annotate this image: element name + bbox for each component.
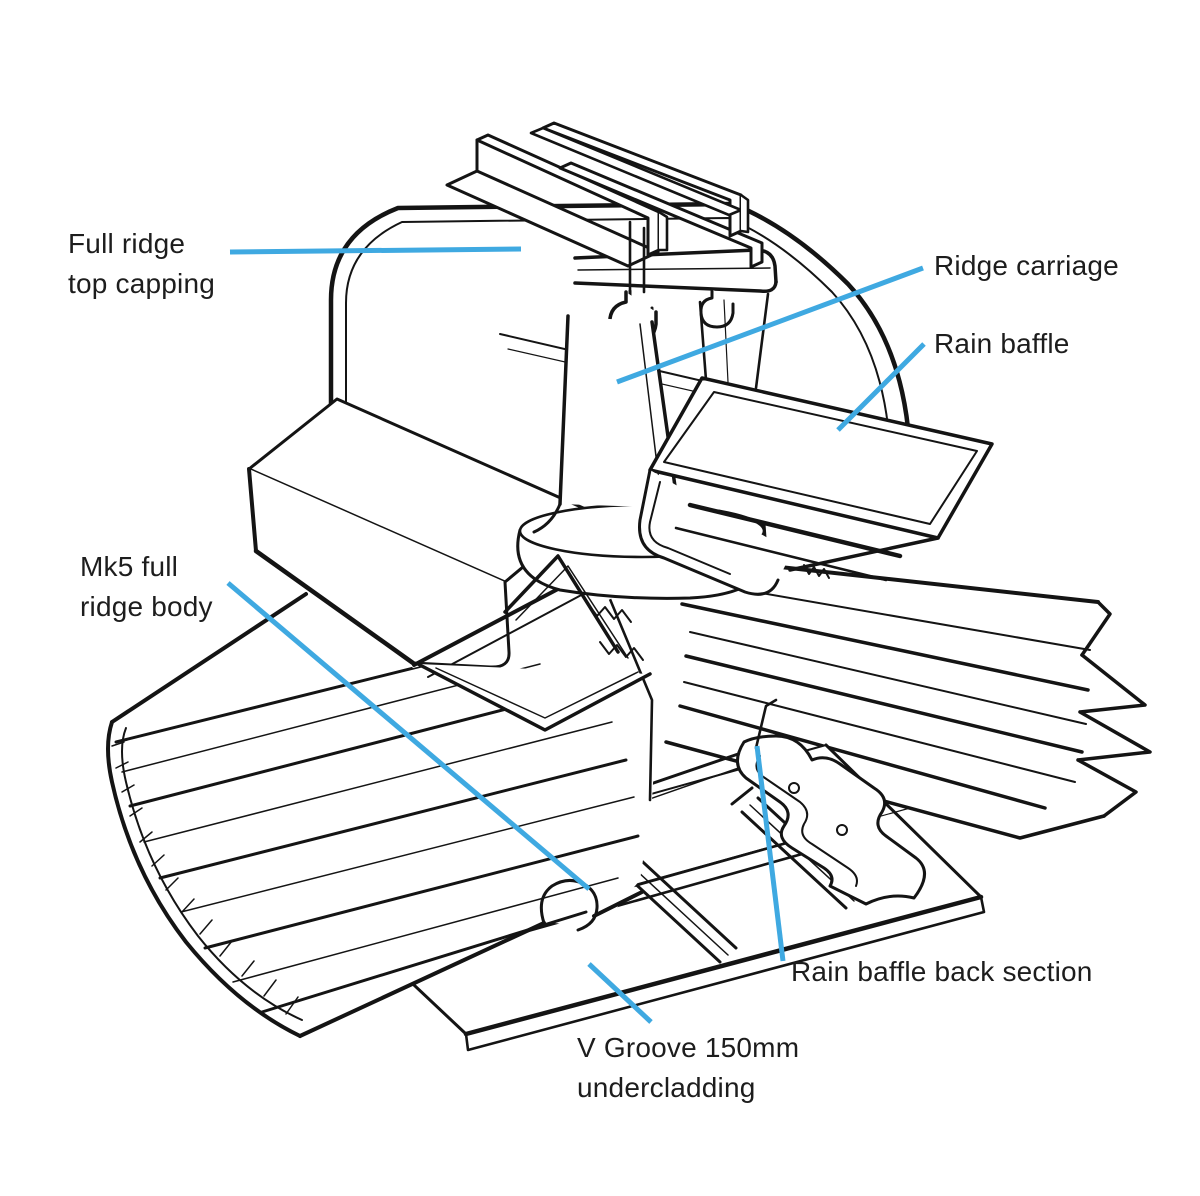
label-line: Full ridge (68, 228, 186, 259)
label-rain-baffle-back-section: Rain baffle back section (791, 952, 1093, 992)
leader-rain-baffle (836, 342, 926, 432)
label-line: Rain baffle back section (791, 956, 1093, 987)
label-rain-baffle: Rain baffle (934, 324, 1070, 364)
label-full-ridge-top-capping: Full ridge top capping (68, 224, 215, 304)
label-line: Rain baffle (934, 328, 1070, 359)
leader-mk5-full-ridge-body (226, 581, 591, 891)
label-line: Ridge carriage (934, 250, 1119, 281)
clip-strut-details-drawing (503, 554, 644, 661)
rain-baffle-drawing (638, 292, 994, 596)
label-line: Mk5 full (80, 551, 179, 582)
leader-ridge-carriage (616, 265, 924, 385)
label-line: top capping (68, 268, 215, 299)
label-line: ridge body (80, 591, 213, 622)
leader-lines (226, 246, 926, 1024)
leader-full-ridge-top-capping (229, 246, 522, 255)
label-ridge-carriage: Ridge carriage (934, 246, 1119, 286)
label-v-groove-undercladding: V Groove 150mm undercladding (577, 1028, 799, 1108)
label-mk5-full-ridge-body: Mk5 full ridge body (80, 547, 213, 627)
label-line: undercladding (577, 1072, 756, 1103)
label-line: V Groove 150mm (577, 1032, 800, 1063)
leader-v-groove-undercladding (587, 962, 653, 1024)
leader-rain-baffle-back-section (754, 745, 786, 962)
